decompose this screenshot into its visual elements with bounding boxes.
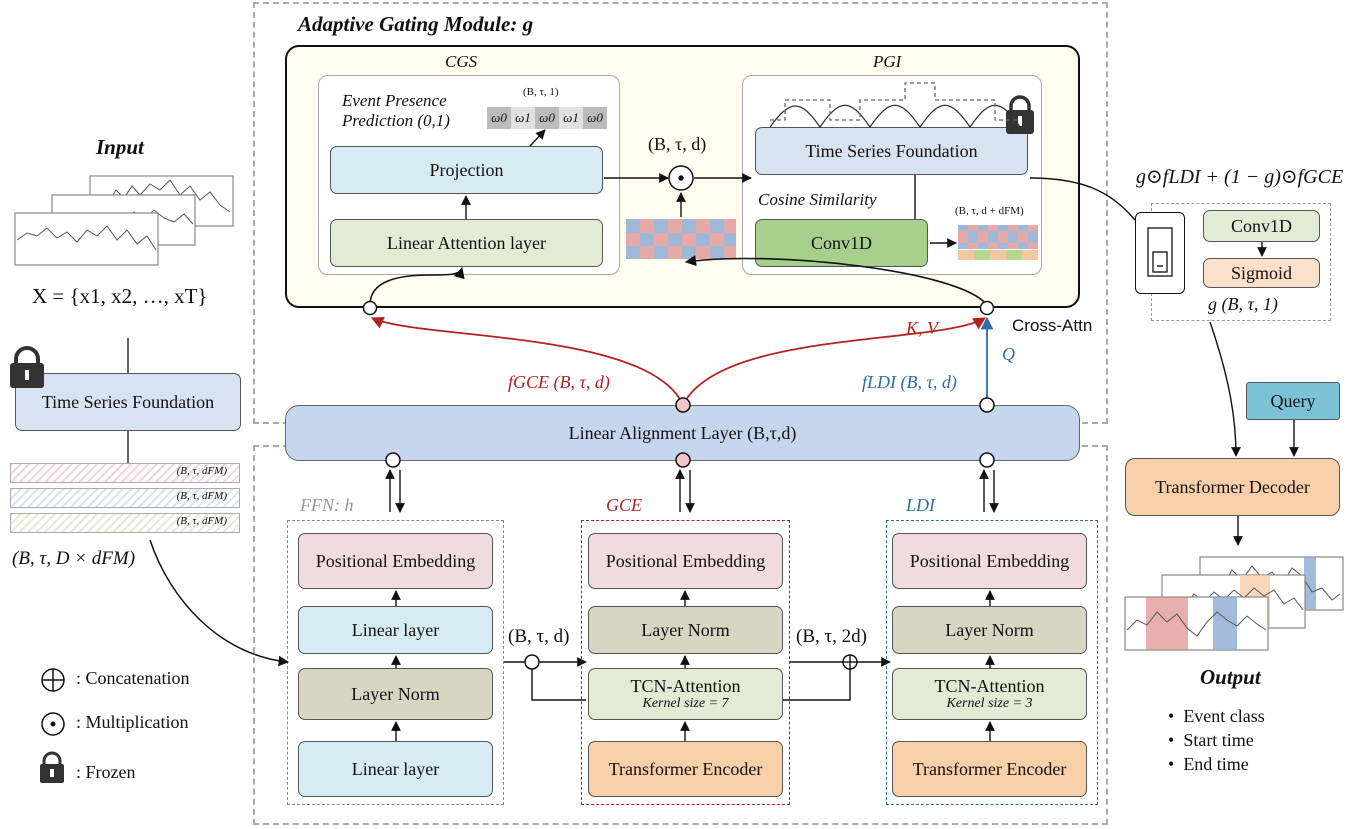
shape-b2d-label: (B, τ, 2d) [796, 626, 867, 647]
pgi-shape-label: (B, τ, d + dFM) [955, 205, 1024, 217]
cosine-label: Cosine Similarity [758, 190, 877, 209]
output-title: Output [1200, 665, 1261, 689]
embedding-stack: (B, τ, dFM) (B, τ, dFM) (B, τ, dFM) [10, 463, 240, 533]
weight-cell: ω0 [583, 107, 607, 129]
gate-conv1d-box: Conv1D [1203, 210, 1320, 242]
ffn-linear1-box: Linear layer [298, 606, 493, 654]
embedding-shape: (B, τ, dFM) [176, 465, 227, 477]
f-ldi-label: fLDI (B, τ, d) [862, 372, 957, 392]
alignment-label: Linear Alignment Layer (B,τ,d) [568, 422, 797, 443]
query-box: Query [1246, 382, 1340, 420]
output-plots [1124, 556, 1344, 651]
gce-kernel-label: Kernel size = 7 [642, 696, 729, 712]
ffn-title: FFN: h [300, 495, 354, 515]
gce-pos-box: Positional Embedding [588, 533, 783, 589]
cgs-shape-label: (B, τ, 1) [523, 86, 559, 98]
input-shape: (B, τ, D × dFM) [12, 548, 136, 569]
embedding-shape: (B, τ, dFM) [176, 515, 227, 527]
embedding-bar: (B, τ, dFM) [10, 488, 240, 508]
gce-tcn-label: TCN-Attention [630, 675, 741, 696]
ldi-kernel-label: Kernel size = 3 [946, 696, 1033, 712]
embedding-bar: (B, τ, dFM) [10, 463, 240, 483]
weight-cell: ω0 [535, 107, 559, 129]
gce-norm-box: Layer Norm [588, 606, 783, 654]
input-tsf-box: Time Series Foundation [15, 373, 241, 431]
linear-attention-box: Linear Attention layer [330, 219, 603, 267]
output-item: • Start time [1168, 730, 1254, 750]
output-item-text: Start time [1183, 730, 1254, 750]
pgi-tsf-box: Time Series Foundation [755, 127, 1028, 175]
weight-cell: ω1 [559, 107, 583, 129]
ldi-norm-box: Layer Norm [892, 606, 1087, 654]
output-item: • End time [1168, 754, 1249, 774]
lock-icon [40, 751, 64, 783]
cgs-title: CGS [445, 52, 478, 71]
gate-formula: g⊙fLDI + (1 − g)⊙fGCE [1136, 166, 1344, 188]
weight-cell: ω0 [487, 107, 511, 129]
legend-concat: : Concatenation [76, 668, 190, 688]
gate-switch [1135, 212, 1185, 294]
ldi-tcn-box: TCN-Attention Kernel size = 3 [892, 668, 1087, 720]
event-presence-label: Event Presence Prediction (0,1) [342, 91, 450, 131]
ffn-norm-box: Layer Norm [298, 668, 493, 720]
gating-title: Adaptive Gating Module: g [298, 12, 534, 36]
gce-enc-box: Transformer Encoder [588, 741, 783, 797]
weight-strip: ω0 ω1 ω0 ω1 ω0 [487, 107, 607, 129]
multiply-node [668, 165, 694, 191]
q-label: Q [1002, 344, 1015, 364]
lock-icon [10, 346, 44, 388]
shape-bd-label: (B, τ, d) [508, 626, 570, 647]
lock-icon [1006, 95, 1034, 134]
pgi-title: PGI [873, 52, 902, 71]
ldi-tcn-label: TCN-Attention [934, 675, 1045, 696]
concat-icon [41, 668, 65, 692]
ffn-pos-box: Positional Embedding [298, 533, 493, 589]
weight-cell: ω1 [511, 107, 535, 129]
gate-sigmoid-box: Sigmoid [1203, 258, 1320, 288]
ldi-enc-box: Transformer Encoder [892, 741, 1087, 797]
input-formula: X = {x1, x2, …, xT} [32, 284, 208, 308]
concat-node [842, 654, 858, 670]
embedding-bar: (B, τ, dFM) [10, 513, 240, 533]
mult-shape-label: (B, τ, d) [648, 134, 707, 154]
input-plots [14, 175, 234, 266]
output-item-text: Event class [1183, 706, 1265, 726]
multiplication-icon [41, 712, 65, 736]
projection-box: Projection [330, 146, 603, 194]
output-item-text: End time [1183, 754, 1249, 774]
output-item: • Event class [1168, 706, 1265, 726]
cross-attn-label: Cross-Attn [1012, 316, 1093, 335]
gce-title: GCE [606, 495, 642, 515]
legend-mult: : Multiplication [76, 712, 189, 732]
embedding-shape: (B, τ, dFM) [176, 490, 227, 502]
ldi-pos-box: Positional Embedding [892, 533, 1087, 589]
ldi-title: LDI [906, 495, 936, 515]
f-gce-label: fGCE (B, τ, d) [508, 372, 610, 392]
output-list: • Event class • Start time • End time [1168, 704, 1265, 776]
gate-g-shape: g (B, τ, 1) [1208, 294, 1278, 314]
decoder-box: Transformer Decoder [1125, 458, 1340, 516]
gce-tcn-box: TCN-Attention Kernel size = 7 [588, 668, 783, 720]
input-title: Input [96, 135, 144, 159]
pgi-mosaic [958, 225, 1038, 260]
legend-frozen: : Frozen [76, 762, 136, 782]
feature-mosaic [626, 219, 736, 259]
pgi-waveform [769, 82, 1021, 129]
ffn-linear2-box: Linear layer [298, 741, 493, 797]
